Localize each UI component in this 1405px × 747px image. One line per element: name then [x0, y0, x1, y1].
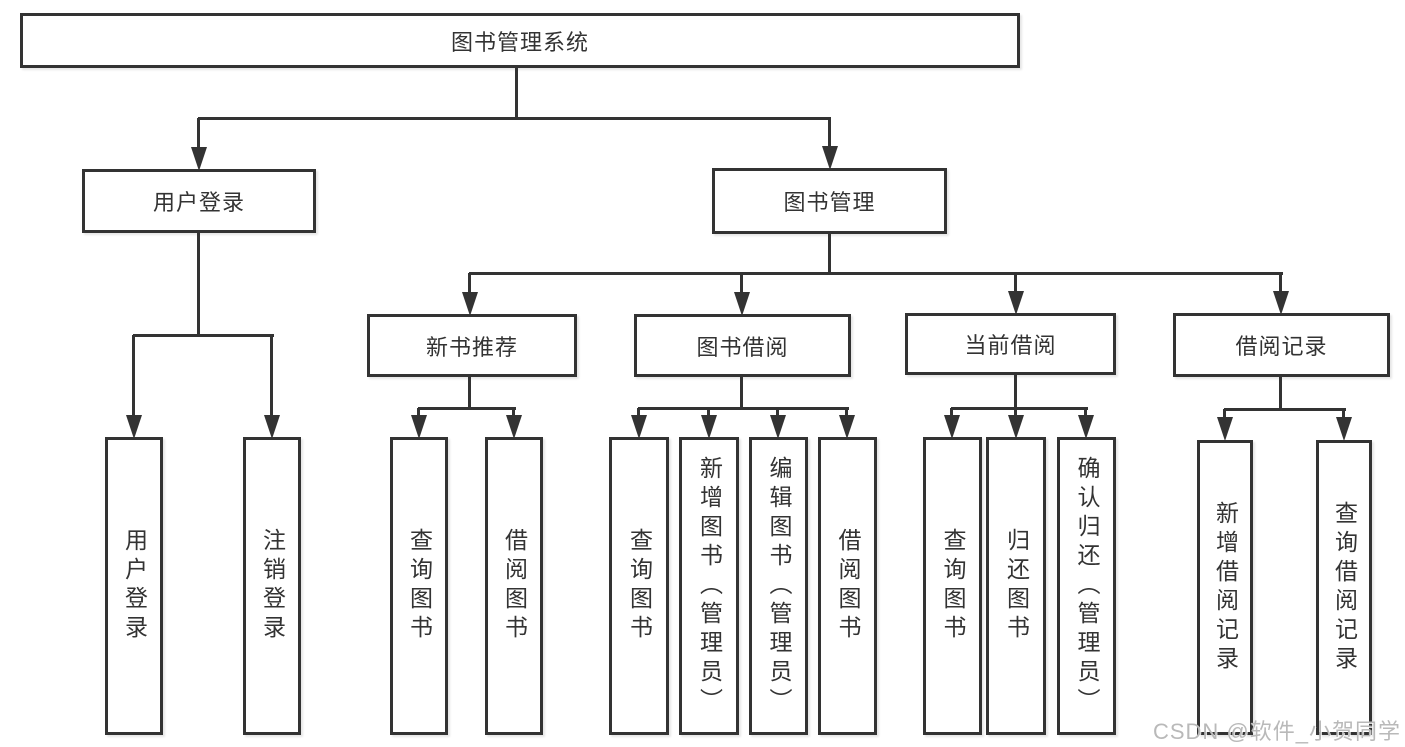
leaf-label: 借阅图书 [835, 528, 861, 644]
connector-current-branch [951, 407, 1088, 410]
leaf-query-books-recommend: 查询图书 [390, 437, 448, 735]
leaf-label: 注销登录 [259, 528, 286, 644]
leaf-label: 新增图书（管理员） [696, 455, 723, 717]
leaf-return-books: 归还图书 [986, 437, 1046, 735]
arrow-to-leaf-borrow-books [839, 408, 855, 439]
arrow-to-book-management [822, 118, 838, 170]
leaf-label: 查询图书 [626, 528, 653, 644]
leaf-label: 查询图书 [406, 528, 433, 644]
arrow-to-user-login [191, 118, 207, 171]
connector-records-branch [1224, 408, 1346, 411]
connector-root-drop [515, 68, 518, 118]
arrow-to-leaf-query-current [944, 408, 960, 439]
arrow-to-new-book-recommend [462, 273, 478, 316]
leaf-label: 新增借阅记录 [1212, 500, 1239, 675]
arrow-to-leaf-return-books [1008, 408, 1024, 439]
node-borrow-records: 借阅记录 [1173, 313, 1390, 377]
node-user-login: 用户登录 [82, 169, 316, 233]
leaf-confirm-return-admin: 确认归还（管理员） [1057, 437, 1116, 735]
arrow-to-leaf-add-record [1217, 409, 1233, 441]
connector-userlogin-drop [197, 233, 200, 337]
leaf-add-books-admin: 新增图书（管理员） [679, 437, 739, 735]
arrow-to-leaf-logout [264, 335, 280, 439]
leaf-label: 确认归还（管理员） [1074, 455, 1100, 717]
leaf-label: 借阅图书 [501, 528, 528, 644]
arrow-to-leaf-borrow-recommend [506, 408, 522, 439]
leaf-label: 归还图书 [1003, 528, 1030, 644]
leaf-edit-books-admin: 编辑图书（管理员） [749, 437, 808, 735]
node-book-borrow: 图书借阅 [634, 314, 851, 377]
leaf-label: 查询图书 [940, 528, 966, 644]
leaf-borrow-books-recommend: 借阅图书 [485, 437, 543, 735]
connector-userlogin-branch [133, 334, 274, 337]
arrow-to-book-borrow [734, 273, 750, 316]
connector-recommend-branch [418, 407, 516, 410]
node-root-library-system: 图书管理系统 [20, 13, 1020, 68]
leaf-query-books-borrow: 查询图书 [609, 437, 669, 735]
arrow-to-leaf-query-borrow [631, 408, 647, 439]
connector-bookmgmt-branch [469, 272, 1283, 275]
connector-borrow-branch [638, 407, 849, 410]
leaf-label: 编辑图书（管理员） [766, 455, 792, 717]
arrow-to-leaf-confirm-return [1078, 408, 1094, 439]
connector-records-drop [1279, 375, 1282, 411]
connector-borrow-drop [740, 375, 743, 410]
leaf-label: 查询借阅记录 [1331, 500, 1358, 675]
arrow-to-leaf-query-record [1336, 409, 1352, 441]
node-book-management: 图书管理 [712, 168, 947, 234]
leaf-label: 用户登录 [121, 528, 148, 644]
leaf-user-login: 用户登录 [105, 437, 163, 735]
leaf-query-books-current: 查询图书 [923, 437, 982, 735]
arrow-to-leaf-add-books [701, 408, 717, 439]
connector-recommend-drop [468, 375, 471, 410]
leaf-borrow-books: 借阅图书 [818, 437, 877, 735]
leaf-logout: 注销登录 [243, 437, 301, 735]
leaf-query-borrow-record: 查询借阅记录 [1316, 440, 1372, 735]
arrow-to-borrow-records [1273, 273, 1289, 315]
leaf-add-borrow-record: 新增借阅记录 [1197, 440, 1253, 735]
node-current-borrow: 当前借阅 [905, 313, 1116, 375]
connector-bookmgmt-drop [828, 232, 831, 274]
arrow-to-leaf-edit-books [770, 408, 786, 439]
watermark: CSDN @软件_小贺同学 [1152, 719, 1401, 744]
connector-current-drop [1014, 373, 1017, 410]
arrow-to-leaf-query-recommend [411, 408, 427, 439]
connector-root-branch [198, 117, 831, 120]
arrow-to-leaf-user-login [126, 335, 142, 439]
node-new-book-recommend: 新书推荐 [367, 314, 577, 377]
arrow-to-current-borrow [1008, 273, 1024, 315]
